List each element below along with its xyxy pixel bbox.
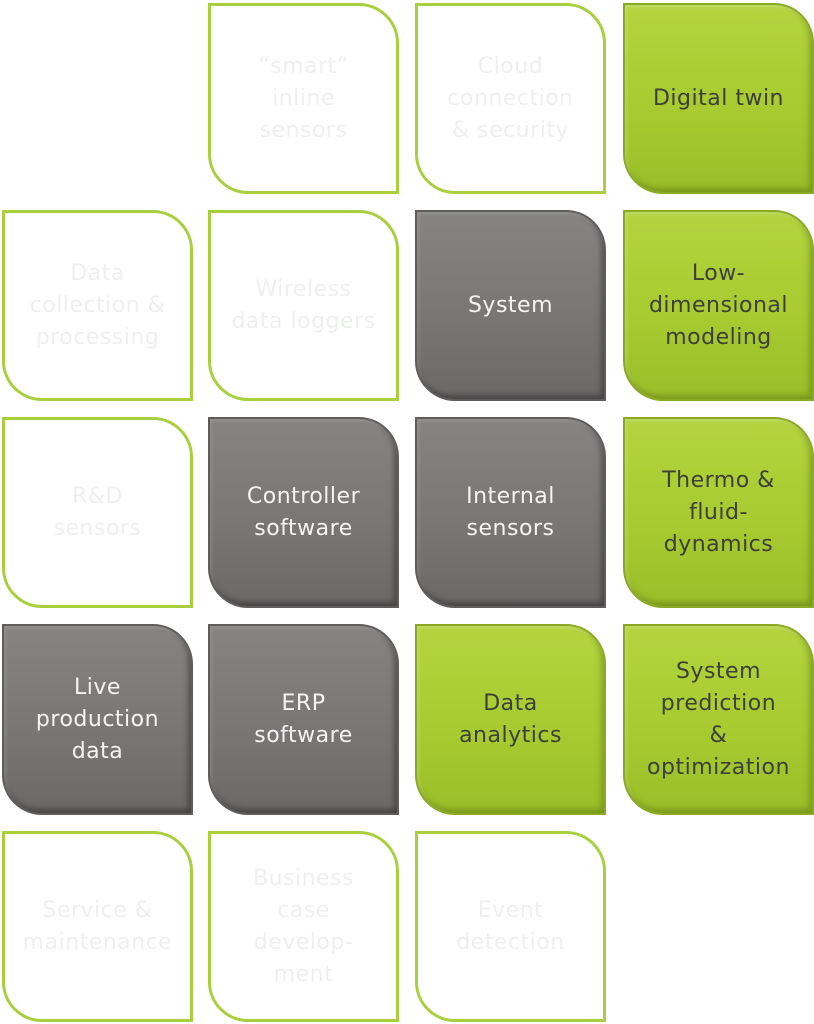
tile-label: System xyxy=(467,292,554,318)
tile-label: System prediction & optimization xyxy=(647,658,790,780)
tile-data-analytics: Data analytics xyxy=(415,624,606,815)
tile-label: Event detection xyxy=(456,897,565,955)
tile-label: Cloud connection & security xyxy=(447,53,574,143)
tile-label: “smart” inline sensors xyxy=(258,53,349,143)
tile-rd-sensors: R&D sensors xyxy=(2,417,193,608)
tile-erp-software: ERP software xyxy=(208,624,399,815)
tile-system-prediction-optimization: System prediction & optimization xyxy=(623,624,814,815)
tile-controller-software: Controller software xyxy=(208,417,399,608)
tile-label: Internal sensors xyxy=(466,483,555,541)
tile-internal-sensors: Internal sensors xyxy=(415,417,606,608)
tile-label: R&D sensors xyxy=(53,483,142,541)
tile-low-dimensional-modeling: Low- dimensional modeling xyxy=(623,210,814,401)
tile-data-collection-processing: Data collection & processing xyxy=(2,210,193,401)
tile-service-maintenance: Service & maintenance xyxy=(2,831,193,1022)
tile-label: Live production data xyxy=(35,674,160,764)
tile-system: System xyxy=(415,210,606,401)
tile-label: Business case develop- ment xyxy=(252,865,354,987)
tile-smart-inline-sensors: “smart” inline sensors xyxy=(208,3,399,194)
tile-label: Wireless data loggers xyxy=(231,276,376,334)
tile-label: Digital twin xyxy=(652,85,785,111)
tile-label: Low- dimensional modeling xyxy=(648,260,789,350)
tile-wireless-data-loggers: Wireless data loggers xyxy=(208,210,399,401)
tile-business-case-development: Business case develop- ment xyxy=(208,831,399,1022)
tile-thermo-fluid-dynamics: Thermo & fluid- dynamics xyxy=(623,417,814,608)
tile-cloud-connection-security: Cloud connection & security xyxy=(415,3,606,194)
tile-label: Controller software xyxy=(246,483,361,541)
tile-label: ERP software xyxy=(254,690,353,748)
tile-label: Data analytics xyxy=(459,690,562,748)
tile-event-detection: Event detection xyxy=(415,831,606,1022)
tile-label: Service & maintenance xyxy=(22,897,173,955)
tile-label: Data collection & processing xyxy=(29,260,166,350)
tile-live-production-data: Live production data xyxy=(2,624,193,815)
tile-digital-twin: Digital twin xyxy=(623,3,814,194)
tile-label: Thermo & fluid- dynamics xyxy=(662,467,775,557)
